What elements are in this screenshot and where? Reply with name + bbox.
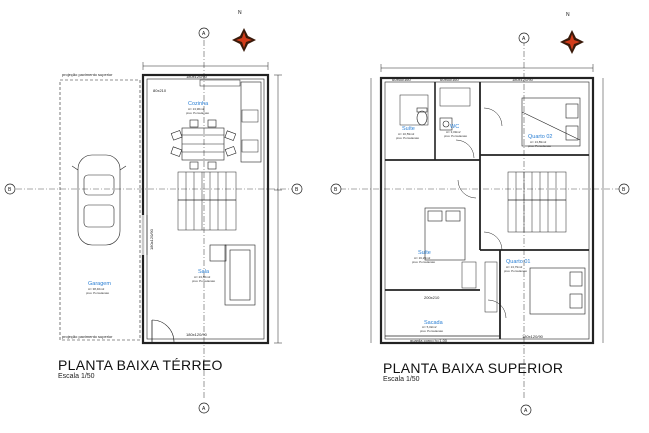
window-label-top-c: 180x120/90 [512,77,534,82]
axis-marker-top [198,27,210,39]
door-label-top: 180x120/90 [186,74,208,79]
room-label-quarto-01: Quarto 01 [506,259,530,265]
room-label-sacada: Sacada [424,320,444,326]
room-area-suite-main: A= 16,29m2 [414,256,431,260]
room-floor-sala: piso: Porcelanato [192,279,216,283]
room-floor-quarto-02: piso: Porcelanato [528,144,552,148]
room-label-quarto-02: Quarto 02 [528,134,552,140]
room-area-suite-upper: A= 10,59m2 [398,132,415,136]
window-label-bottom: 180x120/90 [522,334,544,339]
toilet-icon [416,107,428,126]
axis-label-left: B [8,187,12,193]
axis-label-top-2: A [522,36,526,42]
room-floor-garagem: piso: Porcelanato [86,291,110,295]
room-label-garagem: Garagem [88,281,111,287]
ground-floor-plan [4,27,303,414]
room-floor-suite-upper: piso: Porcelanato [396,136,420,140]
projection-label-bottom: projeção pavimento superior [62,334,113,339]
axis-marker-left-right [330,183,342,195]
room-area-cozinha: A= 13,96m2 [188,107,205,111]
axis-marker-bottom-right [520,404,532,416]
upper-floor-scale: Escala 1/50 [383,376,420,383]
bed-suite [424,207,466,261]
room-area-quarto-01: A= 13,79m2 [506,265,523,269]
svg-text:N: N [238,10,242,16]
bed-quarto-02 [521,97,581,147]
window-label-top-b: 60x65/160 [440,77,459,82]
room-label-sala: Sala [198,269,210,275]
ground-floor-title: PLANTA BAIXA TÉRREO [58,357,223,373]
room-floor-sacada: piso: Porcelanato [420,329,444,333]
room-area-wc: A= 3,09m2 [446,130,461,134]
staircase-upper [507,171,567,233]
staircase [177,171,237,231]
sofa [209,244,256,306]
sink-icon [439,117,453,131]
room-label-wc: WC [450,124,459,130]
window-label-left: 180x120/90 [149,228,154,250]
room-floor-cozinha: piso: Porcelanato [186,111,210,115]
north-arrow-icon: N [232,10,256,52]
room-area-garagem: A= 38,46m2 [88,287,105,291]
svg-text:N: N [566,12,570,18]
axis-label-top: A [202,31,206,37]
dining-table [170,119,237,170]
axis-labels: A A B B A A B B [8,31,626,414]
bed-quarto-01 [529,267,586,315]
ground-floor-scale: Escala 1/50 [58,373,95,380]
axis-marker-top-right [518,32,530,44]
axis-label-right-2: B [622,187,626,193]
upper-floor-plan [330,32,630,416]
room-area-sala: A= 23,86m2 [194,275,211,279]
room-label-suite-upper: Suíte [402,126,415,132]
room-area-sacada: A= 5,02m2 [422,325,437,329]
upper-floor-title: PLANTA BAIXA SUPERIOR [383,360,564,376]
projection-label-top: projeção pavimento superior [62,72,113,77]
axis-label-right: B [295,187,299,193]
room-label-suite-main: Suíte [418,250,431,256]
axis-label-left-2: B [334,187,338,193]
room-floor-wc: piso: Porcelanato [444,134,468,138]
room-label-cozinha: Cozinha [188,101,209,107]
axis-label-bottom-2: A [524,408,528,414]
axis-label-bottom: A [202,406,206,412]
axis-marker-right-right [618,183,630,195]
car-icon [71,154,127,246]
room-floor-quarto-01: piso: Porcelanato [504,269,528,273]
north-arrow-icon-right: N [560,12,584,54]
guard-rail-label: guarda corpo h=1,00 [410,338,448,343]
window-label-top-a: 60x65/160 [392,77,411,82]
axis-marker-left [4,183,16,195]
axis-marker-bottom [198,402,210,414]
door-label-bottom: 180x120/90 [186,332,208,337]
room-floor-suite-main: piso: Porcelanato [412,260,436,264]
door-label-mid: 200x210 [424,295,440,300]
axis-marker-right [291,183,303,195]
room-area-quarto-02: A= 13,89m2 [530,140,547,144]
opening-label-upper-left: 80x210 [153,88,167,93]
